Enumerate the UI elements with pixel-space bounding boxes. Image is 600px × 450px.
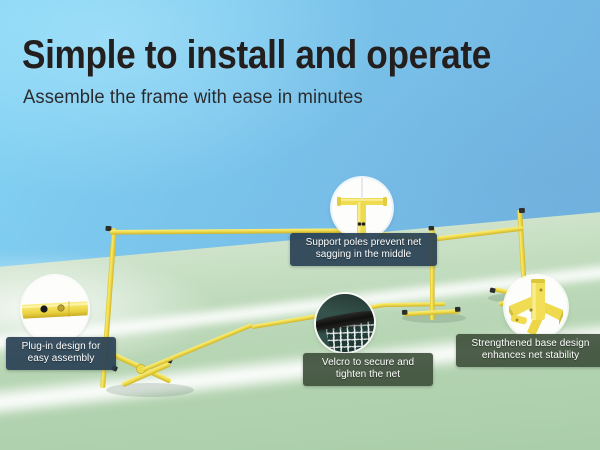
velcro-strap-on-net-mesh-icon xyxy=(316,294,374,352)
pole-with-pin-holes-icon xyxy=(22,301,88,319)
callout-strengthened-base: Strengthened base design enhances net st… xyxy=(456,334,600,367)
lens-strengthened-base xyxy=(505,276,567,338)
callout-plug-in: Plug-in design for easy assembly xyxy=(6,337,116,370)
callout-support-poles: Support poles prevent net sagging in the… xyxy=(290,233,437,266)
callout-velcro: Velcro to secure and tighten the net xyxy=(303,353,433,386)
lens-velcro xyxy=(316,294,374,352)
t-joint-support-pole-icon xyxy=(337,178,387,236)
lens-plug-in-design xyxy=(22,276,88,342)
left-pole-base xyxy=(110,351,173,387)
page-subtitle: Assemble the frame with ease in minutes xyxy=(23,87,363,108)
page-title: Simple to install and operate xyxy=(22,33,491,77)
lens-support-pole xyxy=(332,178,392,238)
four-way-cross-base-icon xyxy=(509,279,563,336)
